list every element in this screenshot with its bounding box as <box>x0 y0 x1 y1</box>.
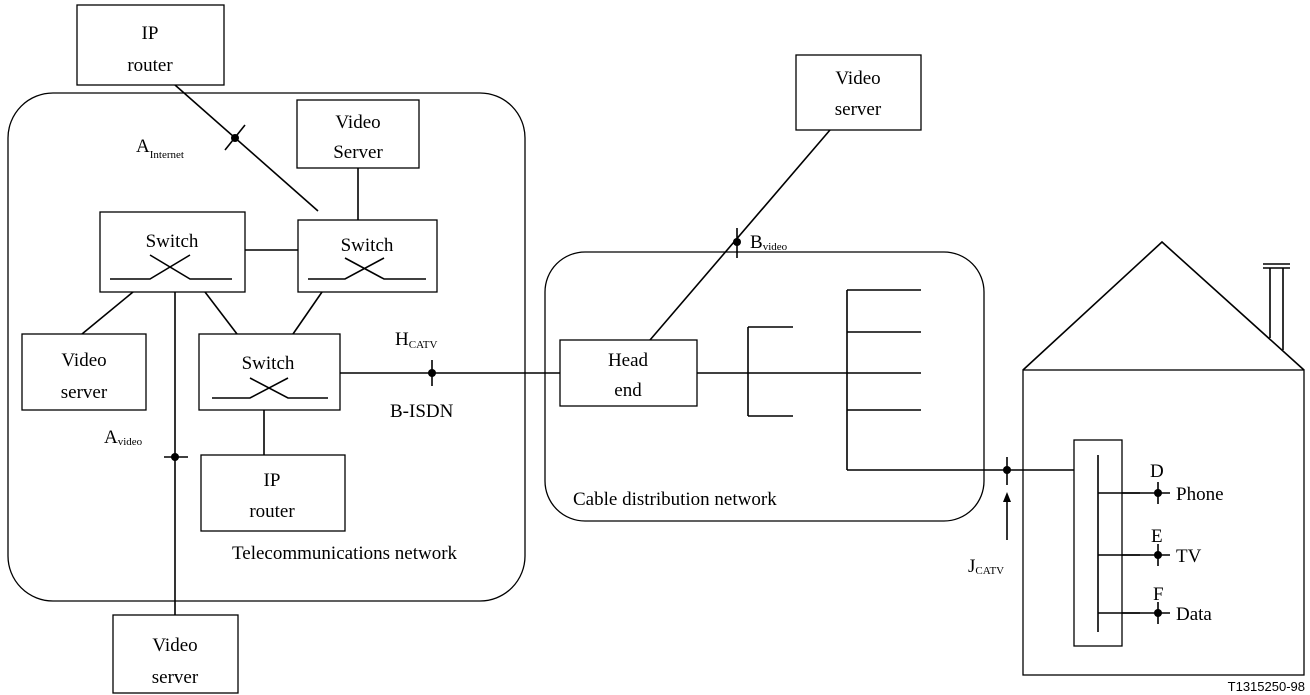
svg-text:Video: Video <box>335 112 380 133</box>
figure-id: T1315250-98 <box>1228 679 1305 694</box>
telecommunications-network-region <box>7 92 526 602</box>
video-server-telecom: Video Server <box>296 99 420 169</box>
ref-point-j-catv <box>1003 466 1011 474</box>
svg-text:Switch: Switch <box>146 231 199 252</box>
ip-router-bottom: IP router <box>200 454 346 532</box>
terminal-tv: TV <box>1176 546 1202 567</box>
switch-crossbar-icon <box>308 257 385 280</box>
svg-text:IP: IP <box>264 470 281 491</box>
svg-text:server: server <box>835 99 882 120</box>
link-iprouter-switch <box>174 84 319 212</box>
switch-right: Switch <box>297 219 438 293</box>
j-catv-arrow-head <box>1003 492 1011 502</box>
label-a-video: Avideo <box>104 427 143 448</box>
svg-text:Server: Server <box>333 142 383 163</box>
region-label-telecom: Telecommunications network <box>232 543 458 564</box>
ref-point-a-internet <box>231 134 239 142</box>
switch-crossbar-icon <box>212 377 289 399</box>
ref-point-e <box>1154 551 1162 559</box>
svg-text:Switch: Switch <box>242 353 295 374</box>
ref-point-f <box>1154 609 1162 617</box>
svg-text:Video: Video <box>152 635 197 656</box>
reference-points <box>164 124 1162 624</box>
ref-point-b-video <box>733 238 741 246</box>
svg-text:server: server <box>152 667 199 688</box>
label-j-catv: JCATV <box>968 556 1004 577</box>
svg-text:server: server <box>61 382 108 403</box>
label-f: F <box>1153 584 1164 605</box>
link-headend-videoserver <box>649 129 831 341</box>
terminal-data: Data <box>1176 604 1212 625</box>
switch-left: Switch <box>99 211 246 293</box>
switch-crossbar-icon <box>110 254 191 280</box>
ref-point-a-video <box>171 453 179 461</box>
label-b-video: Bvideo <box>750 232 788 253</box>
cable-distribution-network-region <box>544 251 985 522</box>
label-h-catv: HCATV <box>395 329 438 351</box>
switch-bottom: Switch <box>198 333 341 411</box>
video-server-bottom: Video server <box>112 614 239 694</box>
ref-point-h-catv <box>428 369 436 377</box>
video-server-left: Video server <box>21 333 147 411</box>
svg-text:router: router <box>127 55 173 76</box>
ref-point-d <box>1154 489 1162 497</box>
house-roof <box>1022 240 1305 371</box>
svg-text:Video: Video <box>61 350 106 371</box>
label-b-isdn: B-ISDN <box>390 401 454 422</box>
label-a-internet: AInternet <box>136 136 184 161</box>
ip-router-top: IP router <box>76 4 225 86</box>
svg-text:Video: Video <box>835 68 880 89</box>
svg-text:end: end <box>614 380 642 401</box>
terminal-phone: Phone <box>1176 484 1224 505</box>
video-server-cable: Video server <box>795 54 922 131</box>
svg-text:Switch: Switch <box>341 235 394 256</box>
head-end: Head end <box>559 339 698 407</box>
svg-text:Head: Head <box>608 350 649 371</box>
house-body <box>1022 369 1305 676</box>
customer-premises-house <box>1022 240 1305 676</box>
label-d: D <box>1150 461 1164 482</box>
label-e: E <box>1151 526 1163 547</box>
svg-text:IP: IP <box>142 23 159 44</box>
region-label-cable: Cable distribution network <box>573 489 777 510</box>
svg-text:router: router <box>249 501 295 522</box>
